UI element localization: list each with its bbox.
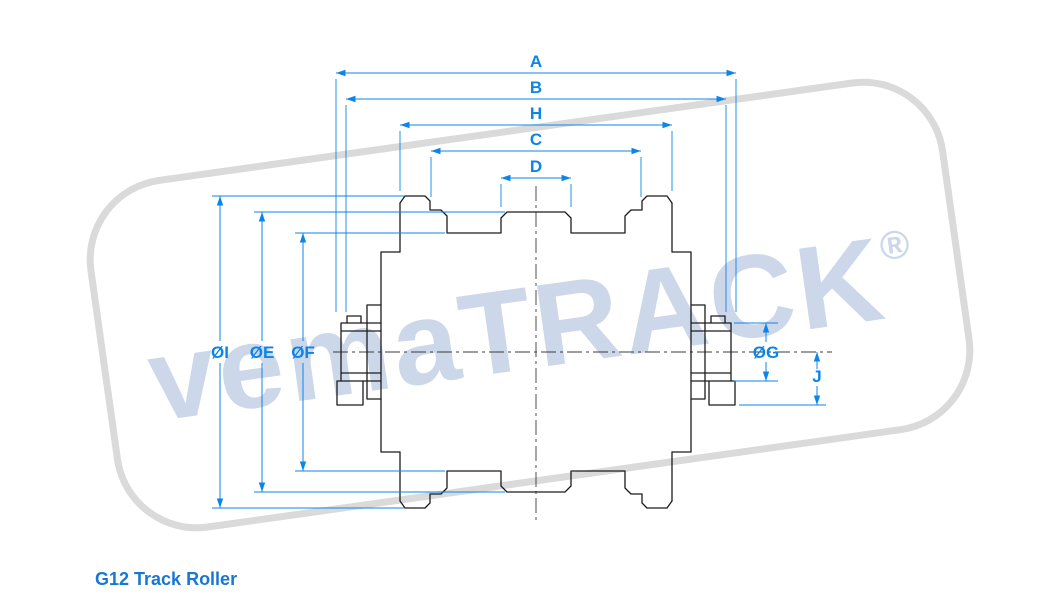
dim-label-c: C — [530, 130, 542, 149]
dim-label-d: D — [530, 157, 542, 176]
roller-outline — [336, 195, 736, 509]
dim-j: J — [739, 352, 826, 406]
registered-mark: ® — [877, 221, 915, 269]
dim-label-e: ØE — [250, 343, 275, 362]
dim-f: ØF — [291, 232, 445, 472]
dim-b: B — [345, 78, 727, 312]
dim-label-f: ØF — [291, 343, 315, 362]
dim-label-g: ØG — [753, 343, 779, 362]
dim-i: ØI — [211, 195, 404, 509]
watermark-border — [86, 78, 974, 532]
dimensions: A B H C D — [211, 52, 826, 509]
dim-a: A — [335, 52, 737, 312]
watermark-word: vemaTRACK — [141, 213, 894, 447]
roller-left-half — [336, 195, 537, 509]
dim-c: C — [430, 130, 642, 197]
dim-label-h: H — [530, 104, 542, 123]
watermark-text: vemaTRACK® — [141, 209, 926, 447]
dim-h: H — [399, 104, 673, 191]
dim-e: ØE — [250, 211, 505, 493]
dim-d: D — [500, 157, 572, 207]
page-title: G12 Track Roller — [95, 569, 237, 589]
dim-label-i: ØI — [211, 343, 229, 362]
dim-label-a: A — [530, 52, 542, 71]
dim-label-b: B — [530, 78, 542, 97]
dim-label-j: J — [812, 367, 821, 386]
dim-g: ØG — [734, 322, 779, 382]
